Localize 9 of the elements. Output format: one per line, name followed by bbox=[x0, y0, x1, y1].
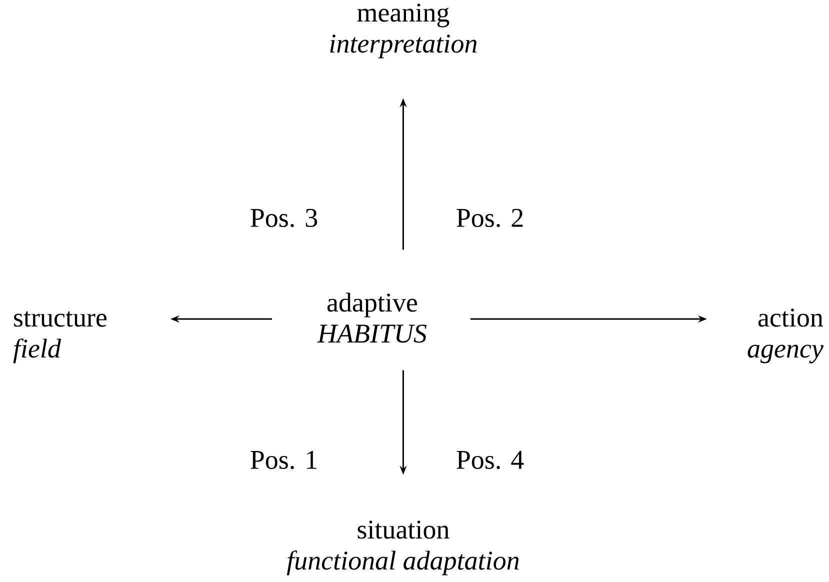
concept-label: action agency bbox=[748, 308, 824, 364]
position-label: Pos. 3 bbox=[250, 208, 318, 228]
position-label: Pos. 1 bbox=[250, 450, 317, 470]
concept-label: structure field bbox=[13, 311, 107, 364]
concept-label: meaning interpretation bbox=[330, 4, 477, 58]
concept-label: adaptive HABITUS bbox=[317, 292, 426, 343]
position-label: Pos. 2 bbox=[456, 208, 523, 228]
position-label: Pos. 4 bbox=[456, 450, 524, 470]
concept-label: situation functional adaptation bbox=[286, 520, 519, 576]
